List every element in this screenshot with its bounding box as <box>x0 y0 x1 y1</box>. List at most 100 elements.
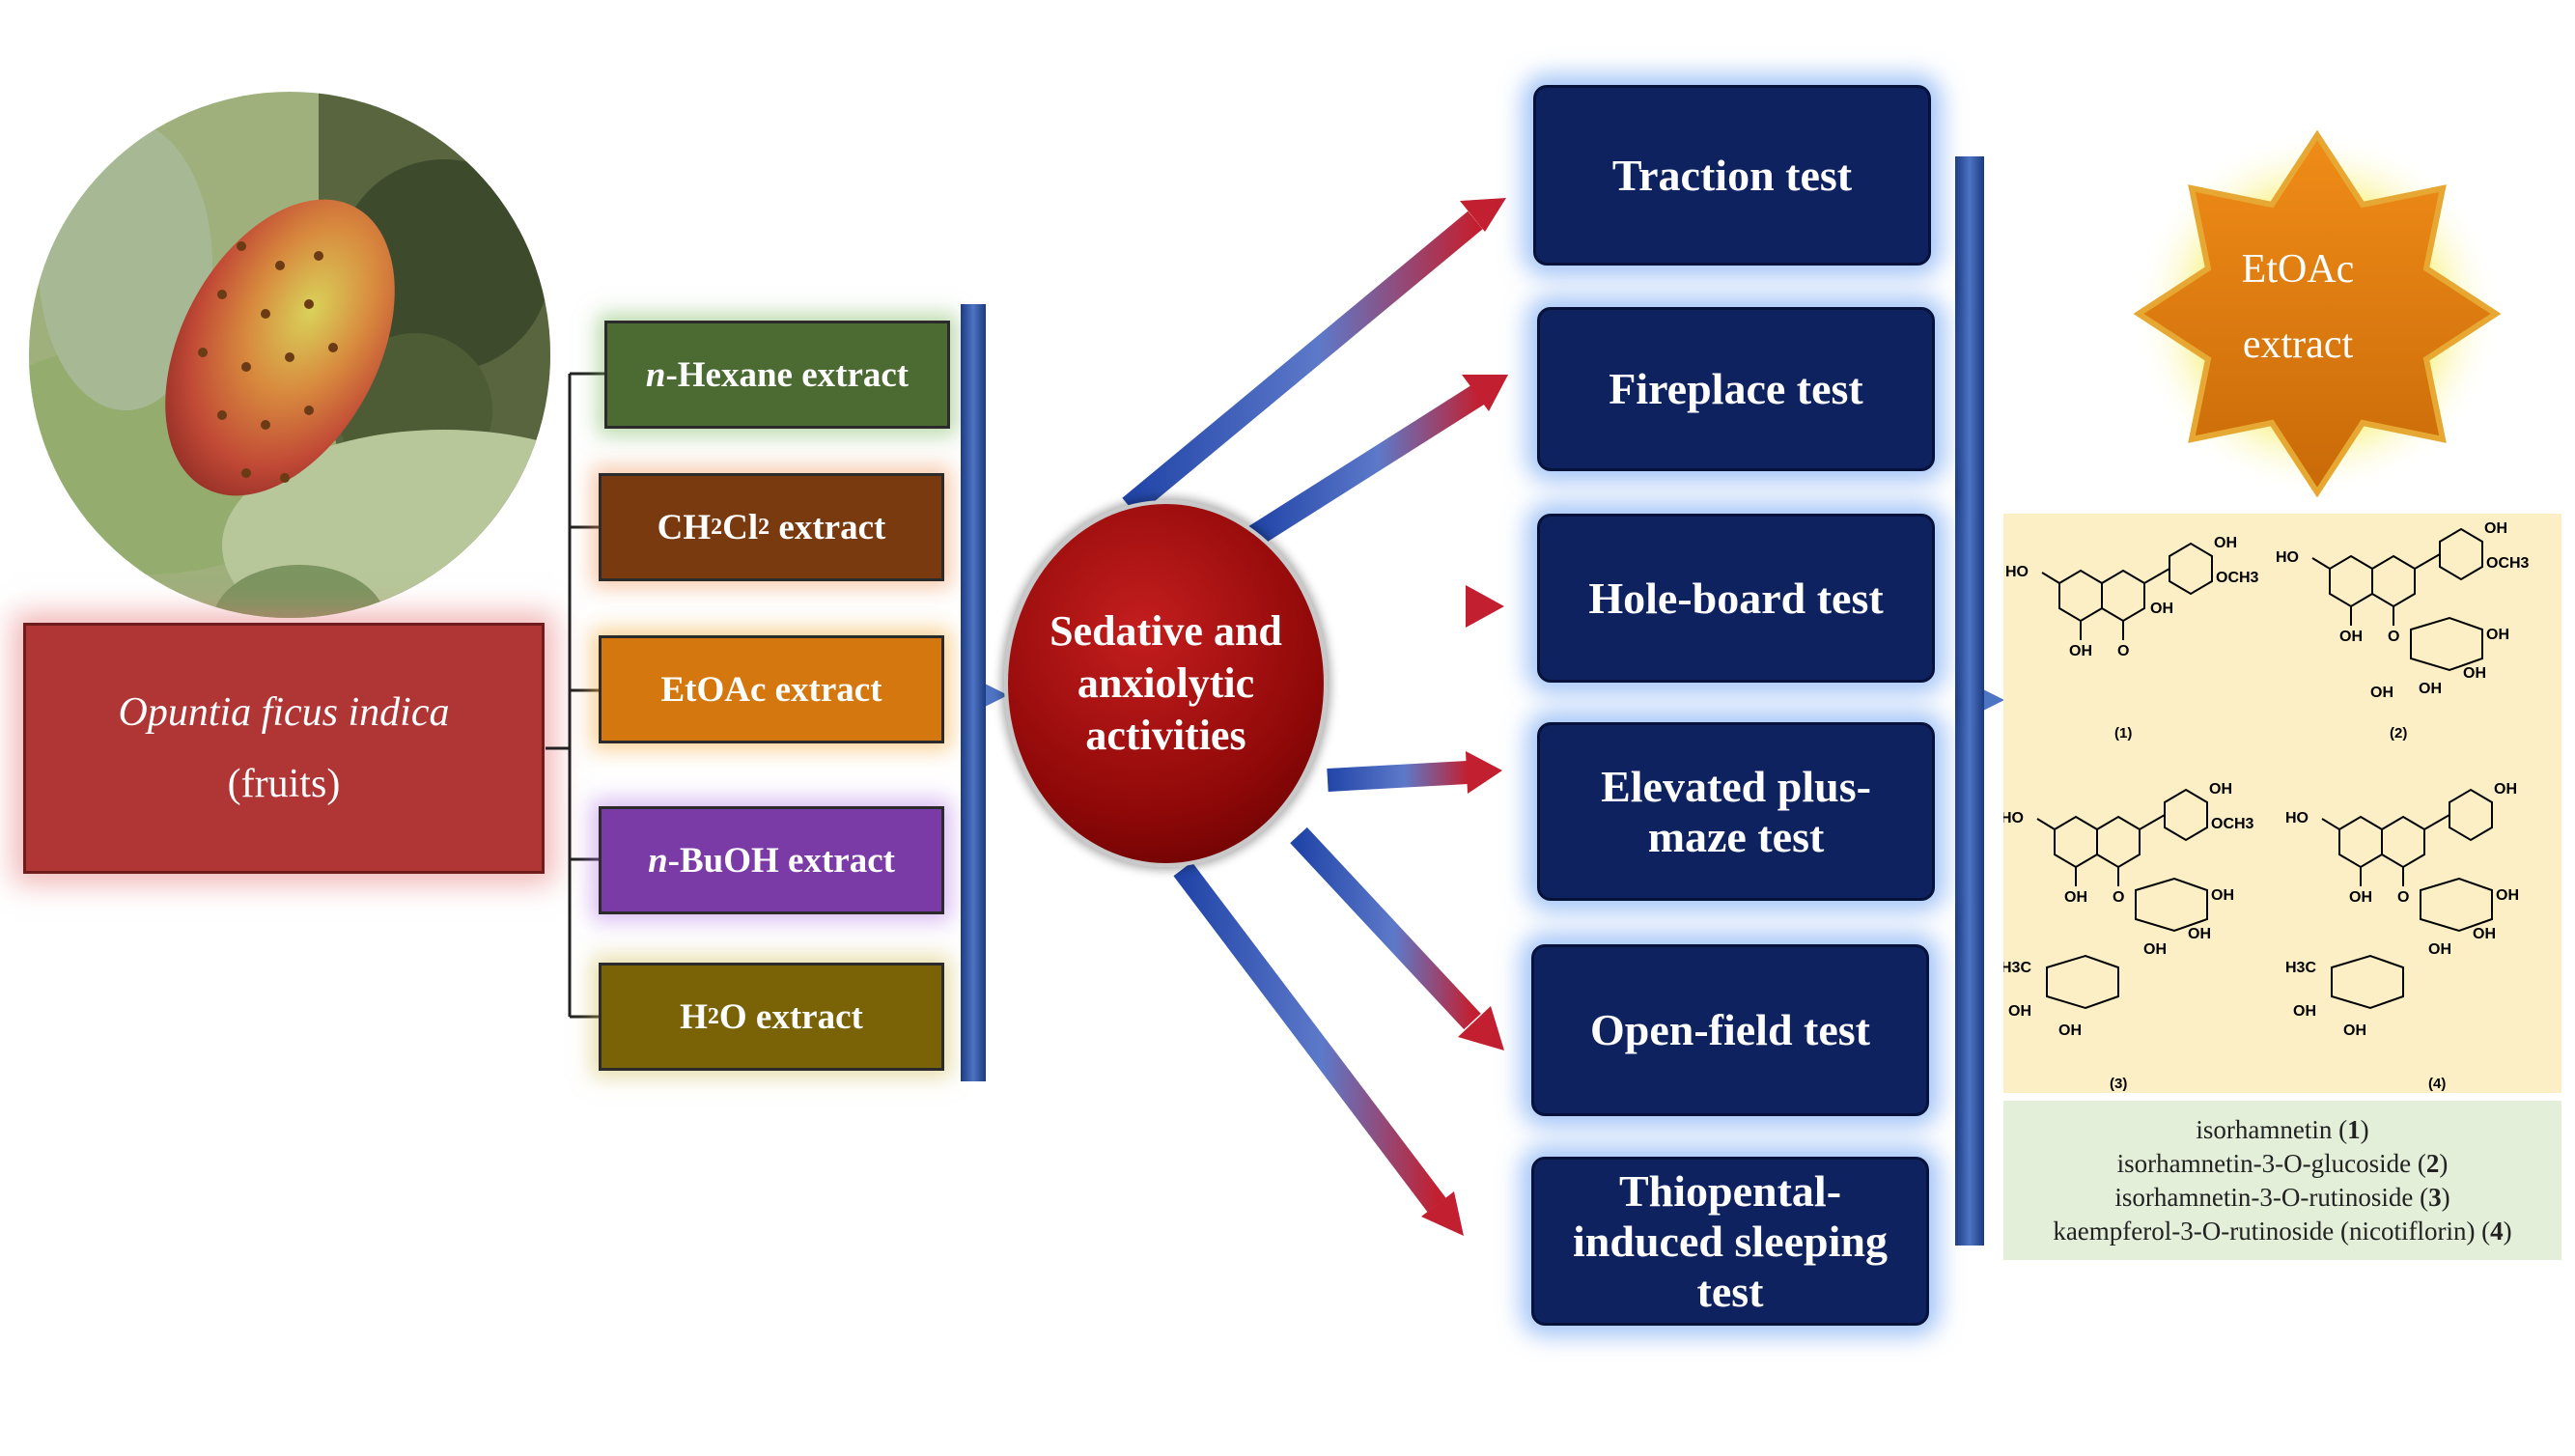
test-traction: Traction test <box>1533 85 1931 266</box>
tree-connector <box>546 372 604 1019</box>
test-elevated-plus-maze: Elevated plus- maze test <box>1537 722 1935 901</box>
star-line-2: extract <box>2242 322 2354 367</box>
s1-oh-5: OH <box>2069 643 2092 659</box>
tests-bracket-bar <box>1955 156 1984 1246</box>
s4-oh-f: OH <box>2343 1022 2366 1039</box>
s3-oh-a: OH <box>2211 887 2234 904</box>
s2-o-4: O <box>2388 629 2399 645</box>
compound-3-num: 3 <box>2428 1182 2442 1212</box>
s3-oh-4p: OH <box>2209 781 2232 798</box>
s3-oh-c: OH <box>2143 941 2167 958</box>
extract-buoh: n-BuOH extract <box>599 806 944 914</box>
test-open-field: Open-field test <box>1531 944 1929 1116</box>
etoac-star-icon <box>2133 129 2502 497</box>
extract-hexane: n-Hexane extract <box>604 321 950 429</box>
label-compound-1: (1) <box>2114 725 2132 742</box>
s2-oh-a: OH <box>2486 627 2509 643</box>
source-box: Opuntia ficus indica (fruits) <box>23 623 545 874</box>
structure-2: HO OH O OH OCH3 OH OH OH OH <box>2276 520 2530 701</box>
s3-oh-b: OH <box>2188 926 2211 942</box>
test-thiopental-sleeping: Thiopental- induced sleeping test <box>1531 1157 1929 1326</box>
label-compound-3: (3) <box>2110 1076 2127 1092</box>
thiopental-line-2: induced sleeping <box>1573 1216 1888 1266</box>
compound-1: isorhamnetin (1) <box>2196 1113 2368 1147</box>
compound-3-name: isorhamnetin-3-O-rutinoside ( <box>2114 1182 2429 1212</box>
s4-ho: HO <box>2285 810 2309 826</box>
hexane-prefix: n <box>645 354 666 395</box>
compound-2-end: ) <box>2439 1148 2449 1178</box>
structure-3: HO OH O OH OCH3 OH OH OH H3C OH OH <box>2001 781 2254 1039</box>
test-hole-board: Hole-board test <box>1537 514 1935 683</box>
s3-h3c: H3C <box>2003 960 2031 976</box>
s4-h3c: H3C <box>2285 960 2316 976</box>
compound-3-end: ) <box>2441 1182 2450 1212</box>
s1-och3: OCH3 <box>2216 570 2259 586</box>
s2-oh-b: OH <box>2463 665 2486 682</box>
source-part: (fruits) <box>227 762 341 806</box>
compound-2-name: isorhamnetin-3-O-glucoside ( <box>2116 1148 2426 1178</box>
s4-oh-5: OH <box>2349 889 2372 906</box>
arrow-to-openfield <box>1290 826 1504 1050</box>
s2-oh-c: OH <box>2419 681 2442 697</box>
activity-line-3: activities <box>1085 712 1246 759</box>
structure-4: HO OH O OH OH OH OH H3C OH OH <box>2285 781 2519 1039</box>
compound-2-num: 2 <box>2425 1148 2440 1178</box>
compound-4: kaempferol-3-O-rutinoside (nicotiflorin)… <box>2053 1215 2511 1248</box>
label-compound-2: (2) <box>2390 725 2407 742</box>
thiopental-line-3: test <box>1696 1266 1764 1316</box>
water-label-a: H <box>680 996 708 1037</box>
arrow-to-holeboard <box>1328 585 1504 628</box>
s3-o-4: O <box>2113 889 2124 906</box>
s3-ho: HO <box>2003 810 2024 826</box>
s1-oh-3: OH <box>2150 601 2173 617</box>
compound-2: isorhamnetin-3-O-glucoside (2) <box>2117 1147 2449 1181</box>
arrow-to-traction <box>1122 198 1506 517</box>
dcm-label-a: CH <box>657 507 712 547</box>
s2-och3: OCH3 <box>2486 555 2530 572</box>
compound-4-num: 4 <box>2490 1216 2504 1246</box>
s1-o-4: O <box>2117 643 2129 659</box>
test-fireplace: Fireplace test <box>1537 307 1935 471</box>
compound-1-name: isorhamnetin ( <box>2196 1114 2348 1144</box>
s1-oh-4p: OH <box>2214 535 2237 551</box>
dcm-label-c: extract <box>770 507 886 547</box>
source-name: Opuntia ficus indica <box>118 690 450 735</box>
s4-oh-4p: OH <box>2494 781 2517 798</box>
water-label-b: O extract <box>718 996 863 1037</box>
s1-ho: HO <box>2005 564 2029 580</box>
etoac-label: EtOAc extract <box>660 669 882 710</box>
compound-list: isorhamnetin (1) isorhamnetin-3-O-glucos… <box>2003 1101 2561 1260</box>
s4-oh-a: OH <box>2496 887 2519 904</box>
arrow-to-fireplace <box>1248 375 1508 546</box>
compound-3: isorhamnetin-3-O-rutinoside (3) <box>2114 1181 2449 1215</box>
hexane-label: -Hexane extract <box>665 354 910 395</box>
epm-line-1: Elevated plus- <box>1601 761 1871 811</box>
extract-etoac: EtOAc extract <box>599 635 944 743</box>
holeboard-label: Hole-board test <box>1588 573 1884 623</box>
water-sub: 2 <box>707 1003 719 1029</box>
compound-1-end: ) <box>2360 1114 2369 1144</box>
activity-circle: Sedative and anxiolytic activities <box>1004 500 1328 867</box>
thiopental-line-1: Thiopental- <box>1618 1165 1842 1216</box>
star-label: EtOAc extract <box>2172 232 2423 382</box>
buoh-label: -BuOH extract <box>667 840 895 881</box>
s2-oh-d: OH <box>2370 685 2393 701</box>
s3-oh-5: OH <box>2064 889 2087 906</box>
s3-oh-e: OH <box>2008 1003 2031 1020</box>
s2-oh-4p: OH <box>2484 520 2507 537</box>
s2-oh-5: OH <box>2339 629 2363 645</box>
fireplace-label: Fireplace test <box>1609 364 1863 413</box>
traction-label: Traction test <box>1611 150 1853 200</box>
openfield-label: Open-field test <box>1589 1005 1870 1054</box>
epm-line-2: maze test <box>1647 811 1825 861</box>
s3-och3: OCH3 <box>2211 816 2254 832</box>
structures-panel: HO OH O OH OH OCH3 (1) HO OH O OH OCH3 O… <box>2001 514 2561 1093</box>
s4-oh-c: OH <box>2428 941 2451 958</box>
label-compound-4: (4) <box>2428 1076 2446 1092</box>
extracts-bracket-bar <box>961 304 986 1081</box>
s4-oh-e: OH <box>2293 1003 2316 1020</box>
s4-o-4: O <box>2397 889 2409 906</box>
